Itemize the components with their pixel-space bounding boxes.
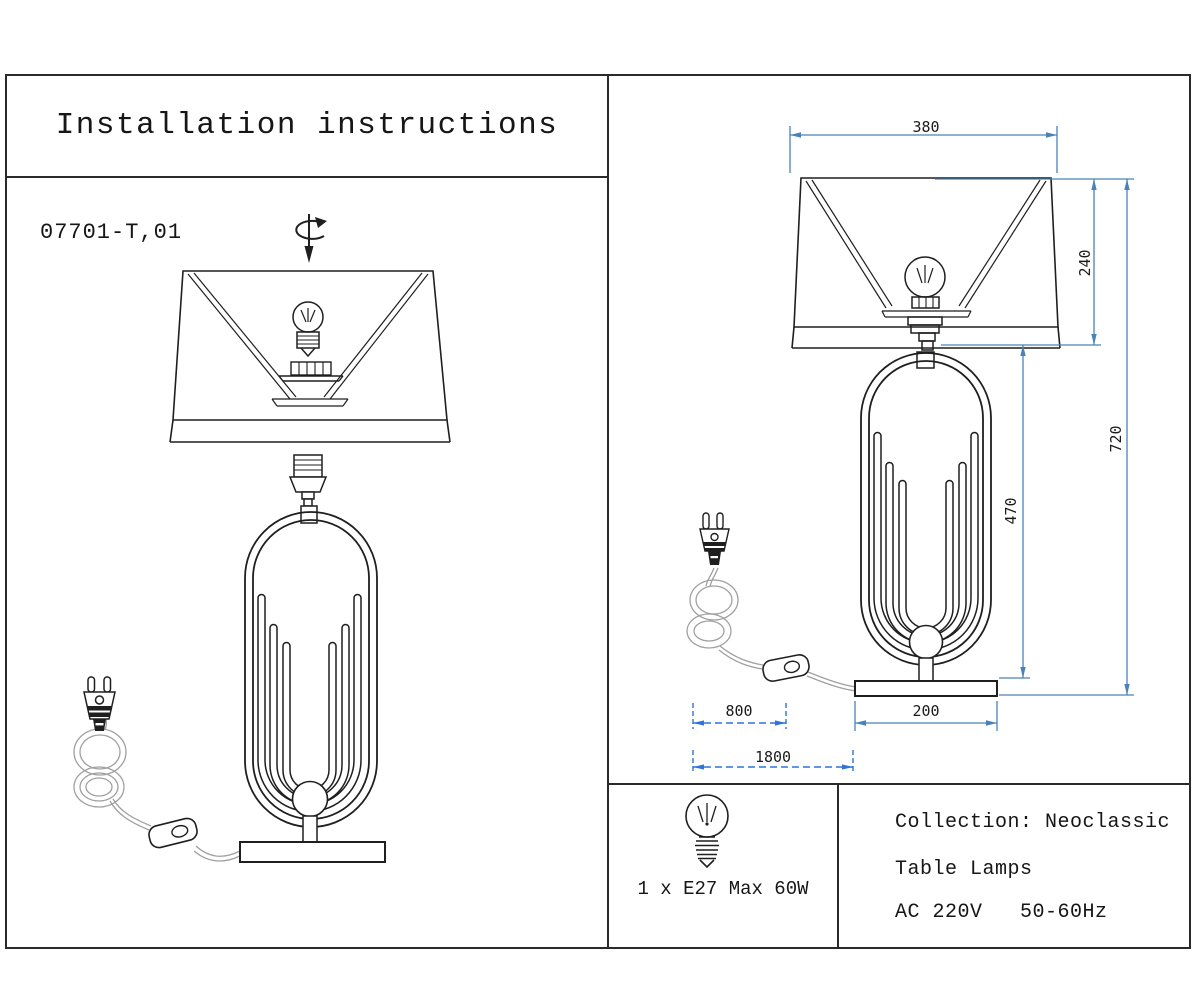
collection-label: Collection: Neoclassic <box>895 811 1171 834</box>
lamp-spec-label: 1 x E27 Max 60W <box>637 878 809 900</box>
dimension-lines <box>789 126 1134 731</box>
switch-icon-right <box>762 654 810 682</box>
right-cord <box>686 567 857 692</box>
bulb-spec-icon <box>685 794 729 869</box>
power-label: AC 220V 50-60Hz <box>895 901 1108 924</box>
plug-icon-right <box>699 512 730 565</box>
rotation-arrow-icon <box>295 214 327 263</box>
left-base <box>239 841 386 863</box>
right-bulb-icon <box>904 256 946 351</box>
right-lamp-body <box>860 351 992 682</box>
left-lamp-body <box>244 505 378 843</box>
dim-total-height-label: 720 <box>1107 425 1125 453</box>
left-lamp-shade <box>169 270 451 443</box>
category-label: Table Lamps <box>895 858 1033 881</box>
dashed-dimension-lines <box>692 703 854 772</box>
dim-base-width-label: 200 <box>912 702 940 720</box>
dim-shade-height-label: 240 <box>1076 249 1094 277</box>
page-title: Installation instructions <box>55 108 559 143</box>
plug-icon-left <box>83 676 116 731</box>
dim-shade-width-label: 380 <box>912 118 940 136</box>
right-base <box>854 680 998 697</box>
dim-cord-length-label: 1800 <box>754 748 792 766</box>
left-socket <box>288 454 328 507</box>
shade-ring <box>278 361 344 382</box>
dim-plug-switch-label: 800 <box>725 702 753 720</box>
right-shade <box>791 177 1061 349</box>
model-number: 07701-T,01 <box>40 220 183 245</box>
switch-icon-left <box>148 817 198 849</box>
dim-body-height-label: 470 <box>1002 497 1020 525</box>
left-bulb-icon <box>292 301 324 358</box>
panel-borders <box>5 74 1191 949</box>
